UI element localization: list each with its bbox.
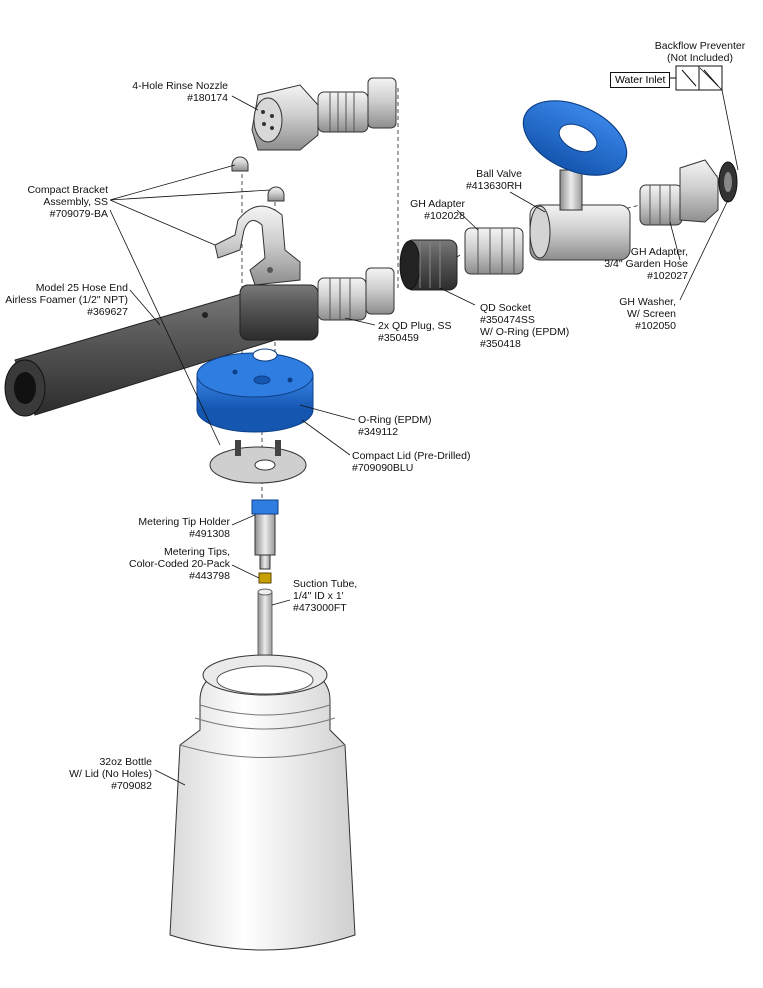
leader-lines (109, 67, 739, 786)
gh-washer-part (718, 161, 738, 203)
qd-plug-part (317, 267, 395, 321)
label-qd-plug: 2x QD Plug, SS#350459 (378, 320, 452, 344)
foamer-tube-part (4, 284, 319, 417)
label-water-inlet: Water Inlet (610, 72, 671, 88)
ball-valve-part (522, 100, 631, 261)
label-backflow: Backflow Preventer(Not Included) (654, 40, 746, 64)
label-rinse-nozzle: 4-Hole Rinse Nozzle#180174 (132, 80, 228, 104)
label-suction-tube: Suction Tube,1/4" ID x 1'#473000FT (293, 578, 358, 614)
label-compact-lid: Compact Lid (Pre-Drilled)#709090BLU (352, 450, 471, 474)
label-tip-holder: Metering Tip Holder#491308 (138, 516, 230, 540)
rinse-nozzle-part (251, 77, 397, 151)
label-gh-washer: GH Washer,W/ Screen#102050 (619, 296, 676, 332)
label-o-ring: O-Ring (EPDM)#349112 (358, 414, 432, 438)
qd-socket-part (399, 239, 458, 291)
gh-adapter-1-part (464, 227, 524, 275)
bracket-part (214, 156, 301, 286)
tip-holder-part (251, 499, 279, 584)
gh-adapter-2-part (639, 159, 719, 226)
label-ball-valve: Ball Valve#413630RH (465, 168, 522, 192)
label-gh-adapter-2: GH Adapter,3/4" Garden Hose#102027 (604, 246, 688, 282)
bottle-part (169, 654, 356, 951)
label-metering-tips: Metering Tips,Color-Coded 20-Pack#443798 (129, 546, 230, 582)
compact-lid-part (196, 348, 314, 433)
label-gh-adapter-1: GH Adapter#102028 (410, 198, 465, 222)
backflow-preventer-symbol (668, 65, 723, 91)
o-ring-part (209, 440, 307, 484)
